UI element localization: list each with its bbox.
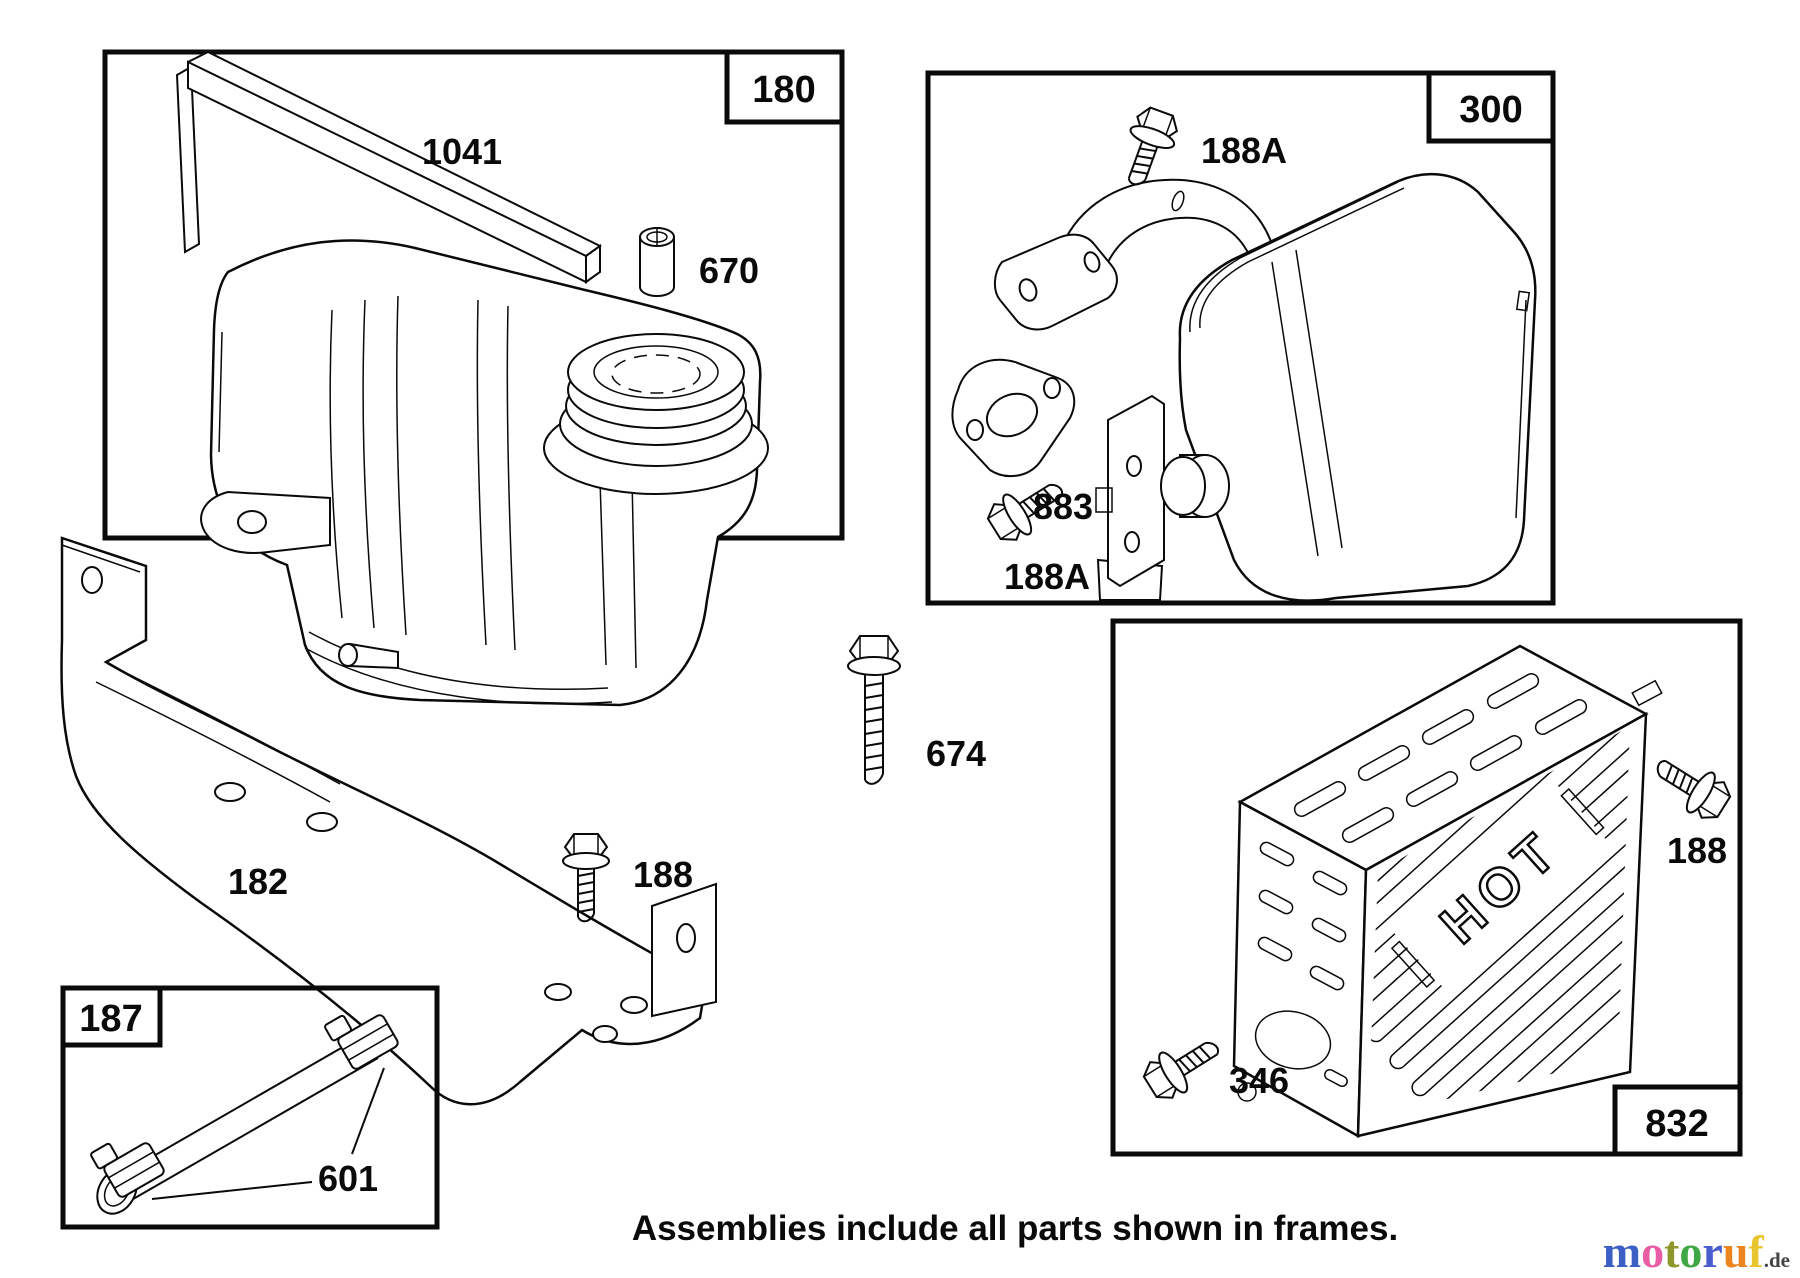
logo-letter-o2: o (1679, 1226, 1702, 1277)
muffler-body-drawing (1178, 172, 1537, 602)
motoruf-logo[interactable]: motoruf.de (1603, 1226, 1790, 1277)
tank-strap-1041-drawing (175, 50, 602, 284)
svg-text:motoruf.de: motoruf.de (1603, 1226, 1790, 1277)
frame-300-muffler-assembly: 300 188A 883 188A (925, 70, 1556, 606)
frame-832-border (1110, 618, 1743, 1157)
frame-180-fuel-tank-assembly: 180 1041 670 (102, 49, 845, 707)
frame-187-label-box (60, 985, 163, 1048)
bolt-346-drawing (1137, 1025, 1230, 1108)
frame-187-label: 187 (79, 998, 142, 1040)
logo-letter-u: u (1723, 1226, 1749, 1277)
frame-187-fuel-line-assembly: 187 601 (60, 985, 440, 1230)
logo-letter-m: m (1603, 1226, 1641, 1277)
logo-letter-f: f (1748, 1226, 1764, 1277)
frame-832-label-box (1612, 1084, 1743, 1157)
part-label-346: 346 (1229, 1060, 1289, 1101)
frame-180-label-box (724, 49, 845, 125)
part-label-883: 883 (1033, 486, 1093, 527)
fuel-line-601-drawing (90, 1014, 399, 1215)
logo-letter-t: t (1664, 1226, 1680, 1277)
part-label-670: 670 (699, 250, 759, 291)
part-label-188-mid: 188 (633, 854, 693, 895)
part-label-674: 674 (926, 733, 986, 774)
frame-832-muffler-guard-assembly: HOT 832 346 188 (1110, 618, 1743, 1157)
part-label-188a-top: 188A (1201, 130, 1287, 171)
muffler-bracket-drawing (1095, 394, 1230, 601)
part-label-182: 182 (228, 861, 288, 902)
gasket-883-drawing (951, 358, 1076, 478)
part-label-1041: 1041 (422, 131, 502, 172)
frame-300-label: 300 (1459, 89, 1522, 131)
part-label-188-right: 188 (1667, 830, 1727, 871)
exhaust-pipe-drawing (994, 178, 1280, 331)
logo-letter-r: r (1702, 1226, 1722, 1277)
logo-letter-o1: o (1641, 1226, 1664, 1277)
frame-300-border (925, 70, 1556, 606)
bolt-674-drawing (847, 635, 901, 785)
frame-187-border (60, 985, 440, 1230)
mounting-bracket-182-drawing (60, 536, 717, 1106)
part-label-188a-bottom: 188A (1004, 556, 1090, 597)
assemblies-caption: Assemblies include all parts shown in fr… (632, 1209, 1398, 1248)
heat-shield-drawing: HOT (1232, 644, 1663, 1139)
logo-suffix: .de (1764, 1248, 1790, 1272)
part-label-601: 601 (318, 1158, 378, 1199)
frame-832-label: 832 (1645, 1103, 1708, 1145)
fuel-tank-drawing (200, 239, 769, 707)
bushing-670-drawing (639, 227, 675, 297)
frame-300-label-box (1426, 70, 1556, 144)
frame-180-label: 180 (752, 69, 815, 111)
bolt-188-right-drawing (1644, 745, 1737, 828)
